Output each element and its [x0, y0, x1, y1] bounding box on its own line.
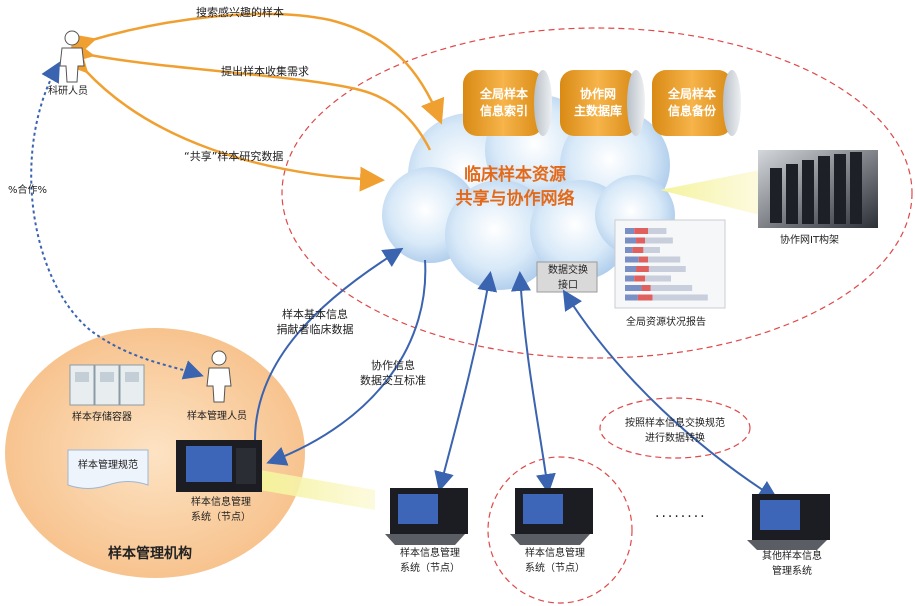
database-main-label: 协作网主数据库 — [573, 87, 622, 118]
report-bar — [643, 247, 660, 253]
manager-label: 样本管理人员 — [187, 411, 247, 422]
report-bar — [637, 294, 653, 301]
report-bar — [636, 266, 649, 272]
label-collab: 协作信息数据交互标准 — [360, 359, 426, 387]
node-boundary — [487, 456, 633, 604]
it-rack-label: 协作网IT构架 — [780, 235, 840, 246]
storage-label: 样本存储容器 — [72, 412, 132, 423]
database-index-icon — [463, 70, 552, 136]
label-basic-info: 样本基本信息捐献者临床数据 — [276, 308, 354, 336]
report-bar — [648, 256, 681, 263]
label-cooperate: %合作% — [8, 185, 48, 196]
researcher-figure — [59, 30, 85, 83]
arrow-cooperate — [30, 61, 204, 380]
report-bar — [625, 266, 637, 272]
database-backup-icon — [652, 70, 741, 136]
report-bar — [625, 256, 639, 263]
it-beam — [660, 170, 760, 215]
node-computer-2 — [510, 488, 593, 545]
spec-label: 样本管理规范 — [78, 460, 138, 471]
report-bar — [648, 228, 667, 234]
database-index-label: 全局样本信息索引 — [479, 87, 528, 118]
institution-system-computer — [176, 440, 262, 492]
node-1-label: 样本信息管理系统（节点） — [400, 548, 460, 574]
more-nodes-ellipsis: ........ — [655, 505, 707, 521]
label-search: 搜索感兴趣的样本 — [196, 6, 284, 19]
database-main-icon — [560, 70, 645, 136]
report-bar — [650, 285, 693, 291]
report-bar — [638, 256, 648, 263]
arrow-node-1 — [434, 271, 498, 492]
node-beam — [260, 470, 375, 510]
report-label: 全局资源状况报告 — [626, 317, 706, 328]
report-bar — [625, 275, 635, 282]
report-bar — [625, 237, 637, 244]
cloud-title: 临床样本资源共享与协作网络 — [455, 165, 575, 209]
arrow-basic-info — [254, 247, 404, 441]
institution-system-label: 样本信息管理系统（节点） — [191, 497, 251, 523]
report-bar — [645, 237, 673, 244]
report-bar — [634, 228, 648, 234]
report-bar — [634, 275, 646, 282]
manager-figure — [206, 350, 232, 403]
arrow-node-3 — [562, 289, 779, 501]
report-bar — [625, 228, 635, 234]
node-computer-3 — [747, 494, 830, 550]
report-bar — [625, 285, 642, 291]
report-bar — [645, 275, 671, 282]
node-computer-1 — [385, 488, 468, 545]
database-backup-label: 全局样本信息备份 — [667, 87, 716, 118]
node-2-label: 样本信息管理系统（节点） — [525, 548, 585, 574]
network-boundary — [281, 27, 913, 359]
arrow-node-2 — [510, 271, 556, 494]
arrow-search — [69, 12, 445, 125]
cloud-shape — [382, 95, 675, 290]
label-request: 提出样本收集需求 — [221, 65, 309, 78]
server-rack-image — [758, 150, 878, 228]
report-bar — [625, 247, 633, 253]
institution-title: 样本管理机构 — [108, 546, 192, 562]
report-bar — [632, 247, 644, 253]
storage-containers-image — [69, 364, 145, 406]
label-share: “共享”样本研究数据 — [184, 150, 284, 163]
arrow-collab — [266, 259, 427, 466]
researcher-label: 科研人员 — [48, 86, 88, 97]
conversion-note-label: 按照样本信息交换规范进行数据转换 — [625, 418, 725, 444]
report-bar — [625, 294, 638, 301]
report-bar — [648, 266, 686, 272]
spec-document-icon — [67, 449, 149, 489]
report-bar — [652, 294, 708, 301]
exchange-interface-label: 数据交换接口 — [548, 265, 588, 291]
node-3-label: 其他样本信息管理系统 — [762, 551, 822, 577]
report-bar — [636, 237, 646, 244]
report-bar — [641, 285, 651, 291]
